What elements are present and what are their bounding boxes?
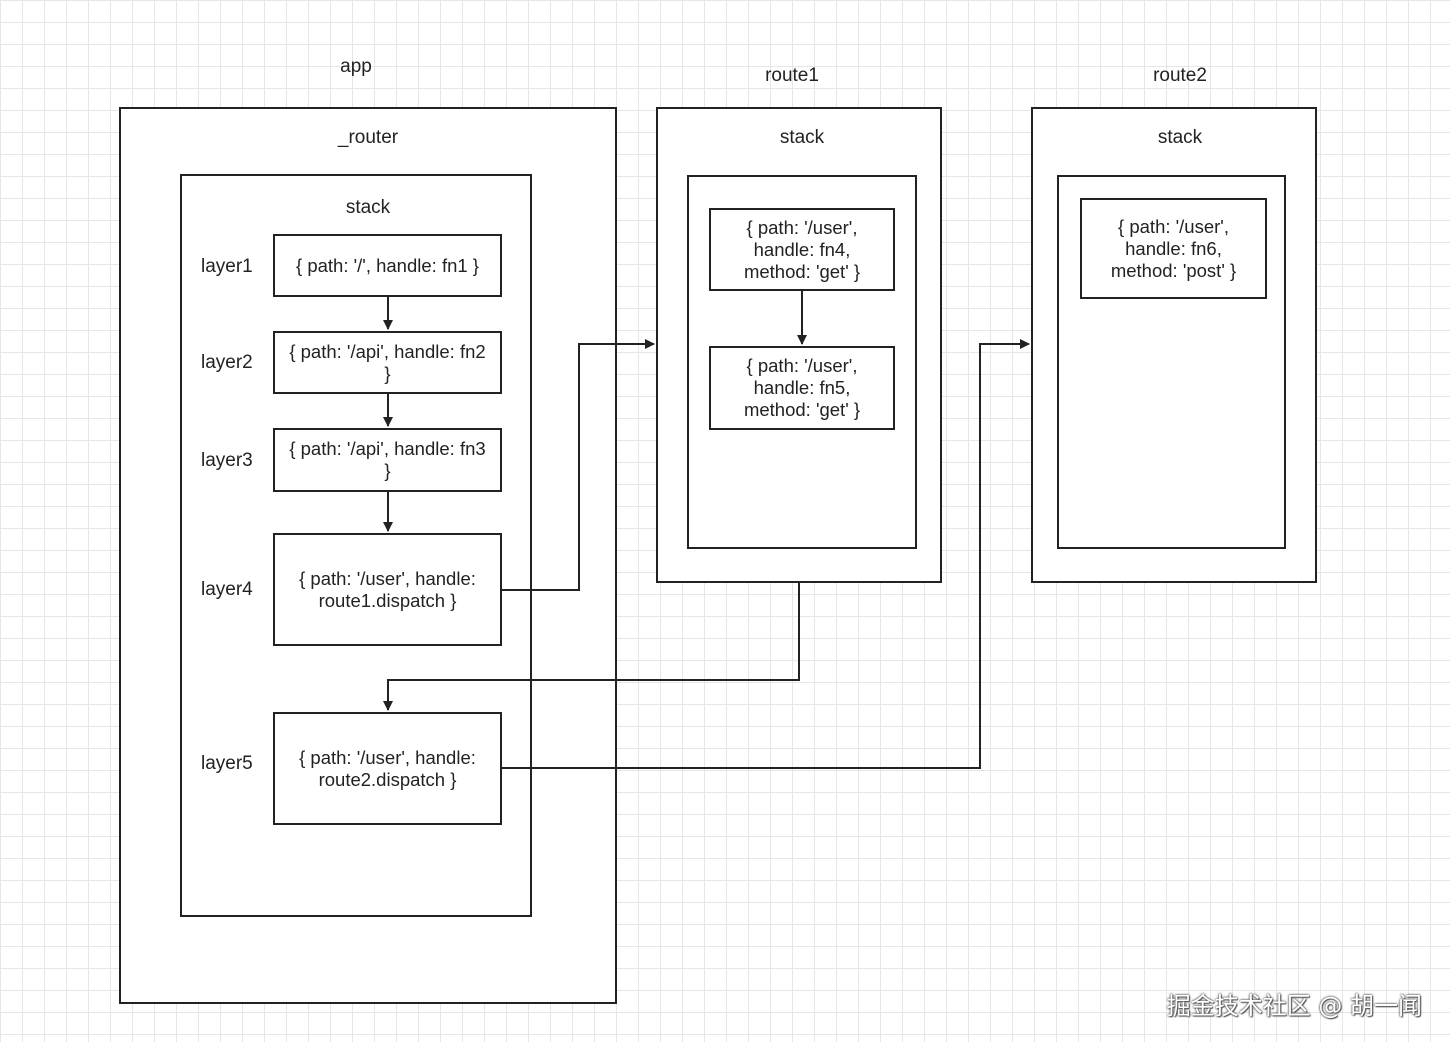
app-title: app	[340, 56, 372, 77]
route1-title: route1	[765, 65, 819, 86]
route1-item1-node: { path: '/user', handle: fn4, method: 'g…	[709, 208, 895, 291]
layer4-text: { path: '/user', handle: route1.dispatch…	[299, 567, 476, 611]
layer3-text: { path: '/api', handle: fn3 }	[289, 438, 486, 481]
layer4-node: { path: '/user', handle: route1.dispatch…	[273, 533, 502, 646]
watermark-text: 掘金技术社区 @ 胡一闻	[1166, 992, 1422, 1020]
router-stack-title: stack	[345, 197, 391, 218]
layer2-node: { path: '/api', handle: fn2 }	[273, 331, 502, 394]
layer2-text: { path: '/api', handle: fn2 }	[289, 340, 486, 384]
layer3-node: { path: '/api', handle: fn3 }	[273, 428, 502, 492]
route1-item2-node: { path: '/user', handle: fn5, method: 'g…	[709, 346, 895, 430]
route2-stack-title: stack	[1157, 127, 1203, 148]
route2-item1-node: { path: '/user', handle: fn6, method: 'p…	[1080, 198, 1267, 299]
route2-item1-text: { path: '/user', handle: fn6, method: 'p…	[1110, 215, 1237, 281]
layer1-text: { path: '/', handle: fn1 }	[296, 254, 479, 276]
layer4-label: layer4	[201, 579, 253, 600]
route1-item1-text: { path: '/user', handle: fn4, method: 'g…	[743, 216, 861, 282]
layer5-text: { path: '/user', handle: route2.dispatch…	[299, 746, 476, 790]
route1-item2-text: { path: '/user', handle: fn5, method: 'g…	[743, 355, 861, 420]
route2-title: route2	[1153, 65, 1207, 86]
layer1-label: layer1	[201, 256, 253, 277]
layer3-label: layer3	[201, 450, 253, 471]
router-title: _router	[337, 127, 399, 148]
layer5-label: layer5	[201, 753, 253, 774]
route1-stack-title: stack	[779, 127, 825, 148]
layer5-node: { path: '/user', handle: route2.dispatch…	[273, 712, 502, 825]
layer1-node: { path: '/', handle: fn1 }	[273, 234, 502, 297]
layer2-label: layer2	[201, 352, 253, 373]
